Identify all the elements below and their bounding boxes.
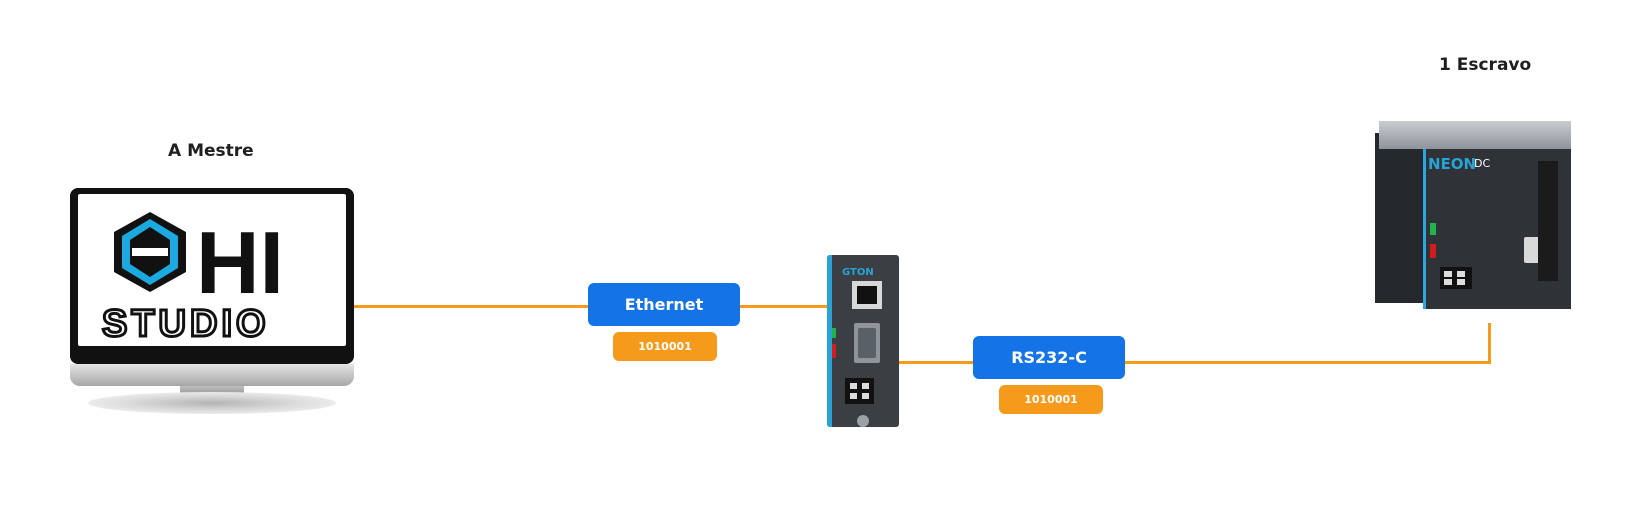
rs232-protocol-pill: RS232-C [973, 336, 1125, 379]
slave-device-top [1379, 121, 1571, 149]
neon-brand: NEON [1428, 155, 1476, 173]
gateway-stripe [827, 255, 832, 427]
gateway-device: GTON [827, 255, 900, 435]
gateway-body: GTON [827, 255, 899, 427]
neon-controller-icon: NEON DC [1428, 155, 1558, 289]
monitor-base [88, 392, 336, 414]
ethernet-line-left [354, 305, 588, 308]
rs232-line-vertical [1488, 323, 1491, 364]
neon-model: DC [1474, 157, 1490, 170]
screen-logo-top: HI [196, 213, 284, 312]
screen-logo-bottom: STUDIO [102, 303, 270, 345]
monitor-screen: HI STUDIO [78, 194, 346, 346]
slave-device-front: NEON DC [1423, 149, 1571, 309]
slave-device: NEON DC [1375, 121, 1580, 311]
gateway-brand: GTON [842, 267, 874, 278]
master-monitor: HI STUDIO [70, 188, 355, 418]
ethernet-badge: 1010001 [613, 332, 717, 361]
rs232-line-right [1124, 361, 1491, 364]
rs232-badge: 1010001 [999, 385, 1103, 414]
gateway-icon: GTON [832, 267, 882, 427]
monitor-chin [70, 364, 354, 386]
master-label: A Mestre [168, 141, 254, 161]
hi-studio-logo-icon: HI STUDIO [101, 212, 327, 346]
ethernet-line-right [740, 305, 827, 308]
slave-label: 1 Escravo [1439, 55, 1532, 75]
ethernet-protocol-pill: Ethernet [588, 283, 740, 326]
rs232-line-left [899, 361, 974, 364]
